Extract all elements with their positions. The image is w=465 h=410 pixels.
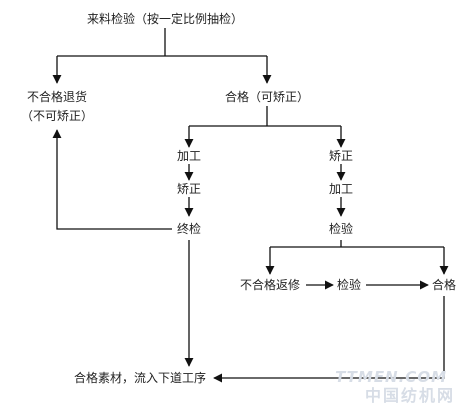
node-reinspect: 检验 bbox=[335, 278, 363, 292]
node-right-correct: 矫正 bbox=[327, 149, 355, 163]
node-reject-return: 不合格退货 bbox=[25, 90, 89, 104]
node-pass-correctable: 合格（可矫正） bbox=[223, 90, 311, 104]
node-incoming-inspection: 来料检验（按一定比例抽检） bbox=[85, 12, 245, 26]
node-left-correct: 矫正 bbox=[175, 182, 203, 196]
arrow-final-to-reject bbox=[52, 129, 172, 230]
arrow-pass-to-output bbox=[213, 296, 445, 383]
node-right-process: 加工 bbox=[327, 182, 355, 196]
node-pass: 合格 bbox=[430, 278, 458, 292]
node-final-check: 终检 bbox=[175, 222, 203, 236]
node-rework: 不合格返修 bbox=[238, 278, 302, 292]
watermark-name: 中国纺机网 bbox=[364, 386, 455, 405]
node-inspect: 检验 bbox=[327, 222, 355, 236]
watermark-site: TTMEN.COM bbox=[335, 368, 447, 386]
node-reject-return-note: （不可矫正） bbox=[19, 109, 95, 123]
node-output: 合格素材，流入下道工序 bbox=[72, 371, 208, 385]
node-left-process: 加工 bbox=[175, 149, 203, 163]
